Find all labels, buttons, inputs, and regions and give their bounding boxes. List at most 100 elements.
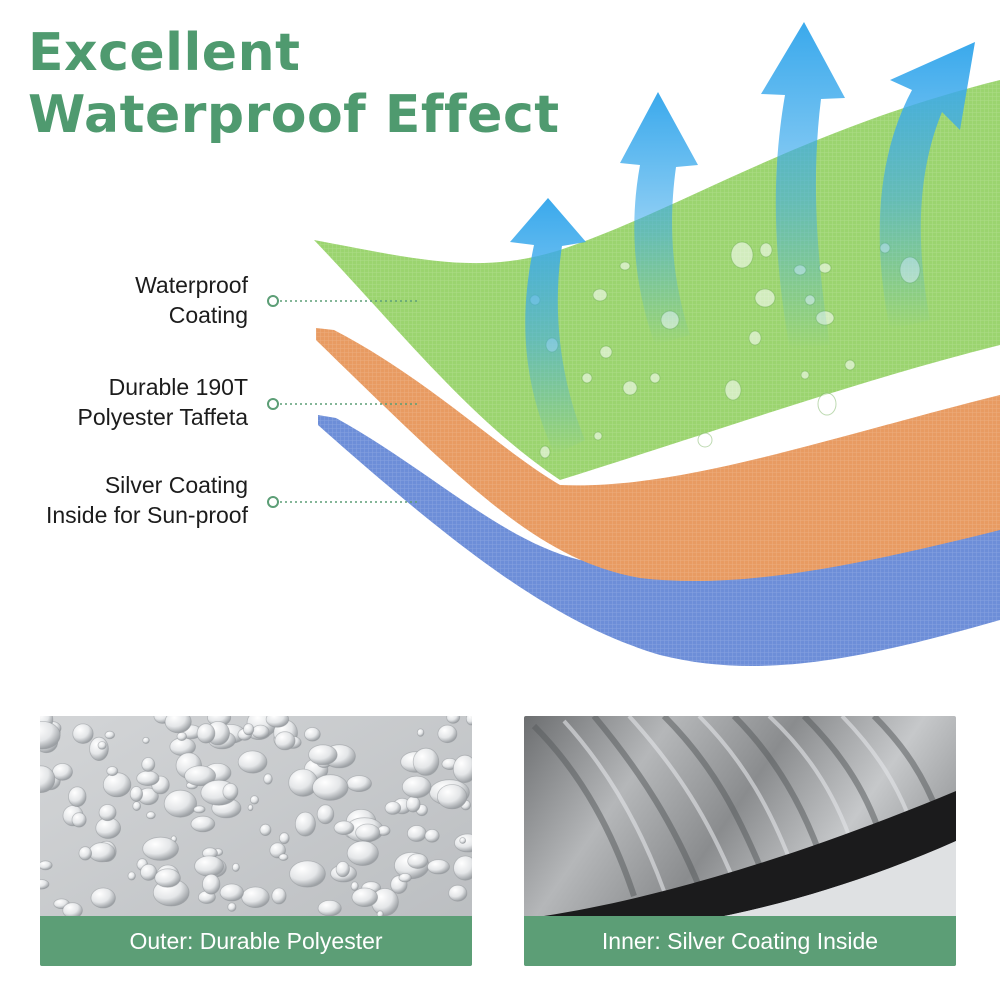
water-drop bbox=[406, 825, 427, 842]
layer-label-line: Waterproof bbox=[135, 272, 248, 298]
arrow-icon bbox=[510, 198, 586, 455]
layer-label-line: Inside for Sun-proof bbox=[45, 502, 248, 528]
water-drop bbox=[97, 741, 107, 750]
water-drop bbox=[104, 730, 116, 740]
blue-silver-layer bbox=[318, 415, 1000, 667]
headline-line-1: Excellent bbox=[28, 23, 301, 83]
water-drop bbox=[335, 861, 350, 878]
orange-taffeta-layer bbox=[316, 328, 1000, 582]
water-drop bbox=[102, 772, 132, 798]
water-drop bbox=[176, 731, 188, 742]
water-drop bbox=[251, 724, 270, 739]
water-drop bbox=[231, 862, 240, 872]
water-drop bbox=[140, 863, 158, 881]
water-drop bbox=[448, 884, 468, 902]
layer-label-taffeta: Durable 190T Polyester Taffeta bbox=[78, 372, 248, 432]
arrow-icon bbox=[761, 22, 845, 350]
water-drop bbox=[164, 716, 192, 734]
headline: Excellent Waterproof Effect bbox=[28, 22, 560, 146]
water-drop bbox=[289, 860, 326, 888]
inner-lining-panel: Inner: Silver Coating Inside bbox=[524, 716, 956, 966]
water-drop bbox=[132, 801, 141, 811]
water-drop bbox=[154, 868, 181, 888]
water-drop bbox=[312, 774, 349, 801]
water-drop bbox=[40, 721, 61, 750]
water-drop bbox=[136, 770, 160, 787]
water-drop bbox=[78, 846, 93, 861]
water-drop bbox=[384, 801, 402, 815]
water-drop bbox=[412, 747, 440, 776]
water-drop bbox=[40, 860, 53, 871]
water-drop bbox=[333, 820, 355, 836]
layer-label-silver-coating: Silver Coating Inside for Sun-proof bbox=[46, 470, 248, 530]
water-drop bbox=[316, 804, 335, 825]
water-drop bbox=[237, 750, 268, 774]
water-drop bbox=[129, 786, 144, 802]
water-drop bbox=[98, 804, 117, 822]
water-drop bbox=[401, 775, 432, 799]
water-drop bbox=[437, 724, 458, 744]
water-drop bbox=[163, 789, 197, 818]
water-drop bbox=[219, 883, 244, 902]
water-drop bbox=[106, 766, 119, 777]
water-drop bbox=[265, 716, 290, 728]
water-drop bbox=[452, 754, 472, 783]
water-drop bbox=[196, 723, 216, 744]
water-drop bbox=[446, 716, 461, 724]
water-drop bbox=[142, 836, 179, 861]
water-drop bbox=[184, 765, 217, 787]
water-drop bbox=[436, 784, 468, 810]
water-drop bbox=[142, 736, 150, 744]
water-drop bbox=[141, 757, 156, 772]
water-drop bbox=[72, 723, 94, 744]
water-drop bbox=[194, 855, 225, 877]
water-drop bbox=[308, 744, 338, 766]
breathability-arrows bbox=[510, 22, 975, 455]
water-drop bbox=[68, 786, 87, 807]
headline-line-2: Waterproof Effect bbox=[28, 85, 560, 145]
water-drop bbox=[146, 811, 156, 820]
layer-label-line: Durable 190T bbox=[108, 374, 248, 400]
water-drop bbox=[88, 842, 116, 863]
water-drop bbox=[279, 832, 290, 845]
water-drop bbox=[346, 775, 372, 792]
water-drop bbox=[424, 829, 440, 843]
water-drop bbox=[263, 773, 273, 785]
water-drop bbox=[241, 886, 270, 909]
water-drop bbox=[52, 763, 73, 781]
water-drop bbox=[317, 899, 342, 917]
water-drop bbox=[398, 872, 412, 883]
water-drop bbox=[127, 871, 136, 881]
water-drop bbox=[259, 823, 272, 837]
water-drop bbox=[190, 815, 216, 833]
fabric-layers-illustration bbox=[314, 22, 1000, 667]
layer-label-line: Polyester Taffeta bbox=[77, 404, 248, 430]
arrow-icon bbox=[620, 92, 698, 345]
water-drop bbox=[243, 723, 255, 736]
outer-fabric-panel: Outer: Durable Polyester bbox=[40, 716, 472, 966]
water-drop bbox=[427, 859, 450, 875]
water-drop bbox=[453, 855, 472, 881]
water-drop bbox=[90, 887, 116, 909]
inner-caption: Inner: Silver Coating Inside bbox=[524, 916, 956, 966]
water-drop bbox=[350, 881, 359, 892]
outer-caption: Outer: Durable Polyester bbox=[40, 916, 472, 966]
water-drop bbox=[249, 795, 259, 805]
layer-label-waterproof: Waterproof Coating bbox=[135, 270, 248, 330]
water-drop bbox=[304, 727, 321, 742]
water-drop bbox=[278, 853, 289, 861]
water-drop bbox=[274, 731, 296, 751]
water-drop bbox=[40, 765, 56, 793]
water-drop bbox=[227, 902, 237, 912]
water-drop bbox=[89, 736, 109, 762]
water-drop bbox=[405, 795, 421, 813]
arrow-icon bbox=[879, 42, 975, 330]
water-drop bbox=[407, 853, 429, 869]
water-drop bbox=[459, 837, 467, 844]
water-drop bbox=[193, 805, 206, 814]
layer-label-line: Silver Coating bbox=[104, 472, 248, 498]
water-drop bbox=[294, 811, 316, 837]
water-drop bbox=[346, 840, 379, 866]
water-drop bbox=[351, 887, 379, 908]
